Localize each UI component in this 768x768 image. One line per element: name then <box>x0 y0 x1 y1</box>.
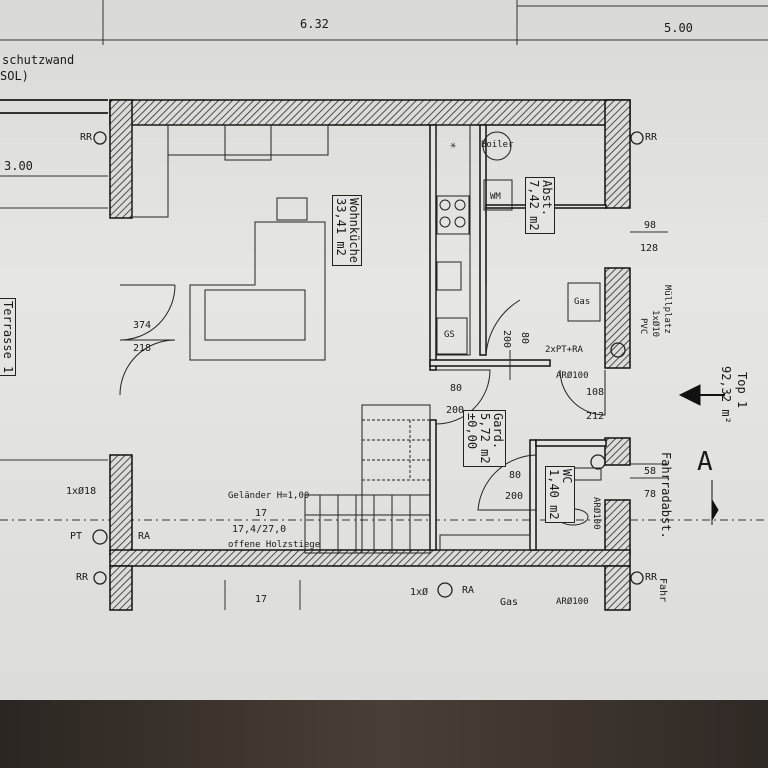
star-icon: ✳ <box>450 140 457 151</box>
fahr-label: Fahr <box>657 578 668 603</box>
d200c-label: 200 <box>505 491 524 502</box>
room-gard: Gard. 5,72 m2 ±0,00 <box>463 410 506 467</box>
d80c-label: 80 <box>509 470 522 481</box>
ar100-label: ARØ100 <box>556 371 589 381</box>
pt-ra-label: 2xPT+RA <box>545 345 583 355</box>
staircase <box>304 404 431 554</box>
top-area-label: 92,32 m² <box>719 366 733 424</box>
top-label: Top 1 <box>735 372 749 409</box>
room-name: Abst. <box>540 180 554 217</box>
pipe-right-1: Müllplatz <box>662 285 672 334</box>
room-abst: Abst. 7,42 m2 <box>525 177 555 234</box>
section-label: A <box>697 447 713 477</box>
pipe-right-3: PVC <box>638 318 648 335</box>
room-area: 33,41 m2 <box>334 198 348 256</box>
boiler-label: Boiler <box>481 140 514 150</box>
d58-label: 58 <box>644 466 657 477</box>
room-wohn: Wohnküche 33,41 m2 <box>332 195 362 267</box>
room-name: Gard. <box>491 413 505 450</box>
dim-top-right: 5.00 <box>664 21 693 35</box>
wall-note-2: SOL) <box>0 69 29 83</box>
d80b-label: 80 <box>450 383 463 394</box>
section-arrow <box>678 384 725 525</box>
rr-label: RR <box>645 572 658 583</box>
rr-label: RR <box>645 132 658 143</box>
gs-label: GS <box>444 330 455 340</box>
ra-label: RA <box>138 531 151 542</box>
door-swings <box>119 284 606 511</box>
room-area: 7,42 m2 <box>527 180 541 231</box>
pipe-bottom-label: 1xØ <box>410 587 429 598</box>
wall-ticks <box>224 350 511 610</box>
gas-bottom-label: Gas <box>500 597 519 608</box>
rr-label: RR <box>80 132 93 143</box>
pipe-left-label: 1xØ18 <box>66 486 97 497</box>
d128-label: 128 <box>640 243 659 254</box>
ar100-bottom-label: ARØ100 <box>556 597 589 607</box>
rr-label: RR <box>76 572 89 583</box>
table-surface <box>0 700 768 768</box>
rr-markers <box>92 131 644 598</box>
ra-bottom-label: RA <box>462 585 475 596</box>
room-wc: WC 1,40 m2 <box>545 466 575 523</box>
pipe-right-2: 1xØ10 <box>650 310 660 338</box>
wm-label: WM <box>490 192 501 202</box>
pt-label: PT <box>70 531 83 542</box>
stair-dims: 17,4/27,0 <box>232 524 287 535</box>
h108-label: 108 <box>586 387 605 398</box>
gas-label: Gas <box>574 297 591 307</box>
interior-walls <box>429 124 607 551</box>
furniture <box>131 124 602 551</box>
terrace-label: Terrasse 1 <box>0 298 16 377</box>
d200b-label: 200 <box>446 405 465 416</box>
d80a-label: 80 <box>519 332 530 345</box>
dim-left-row: 3.00 <box>4 159 33 173</box>
stair-count-lower: 17 <box>255 594 268 605</box>
stair-rail: Geländer H=1,00 <box>228 491 310 501</box>
ar100b-label: ARØ100 <box>591 497 601 530</box>
dim-top-left: 6.32 <box>300 17 329 31</box>
d200a-label: 200 <box>501 330 512 349</box>
door-left-height: 218 <box>133 343 152 354</box>
door-left-width: 374 <box>133 320 152 331</box>
room-level: ±0,00 <box>465 413 479 450</box>
dimension-lines <box>0 0 768 520</box>
d98-label: 98 <box>644 220 657 231</box>
room-name: Wohnküche <box>347 198 361 264</box>
stair-count: 17 <box>255 508 268 519</box>
wall-note-1: schutzwand <box>2 53 75 67</box>
fahrrad-label: Fahrradabst. <box>659 452 673 539</box>
room-area: 5,72 m2 <box>478 413 492 464</box>
room-area: 1,40 m2 <box>547 469 561 520</box>
exterior-walls <box>109 99 631 611</box>
stair-type: offene Holzstiege <box>228 540 321 550</box>
d78-label: 78 <box>644 489 657 500</box>
h212-label: 212 <box>586 411 605 422</box>
room-name: WC <box>560 469 574 484</box>
